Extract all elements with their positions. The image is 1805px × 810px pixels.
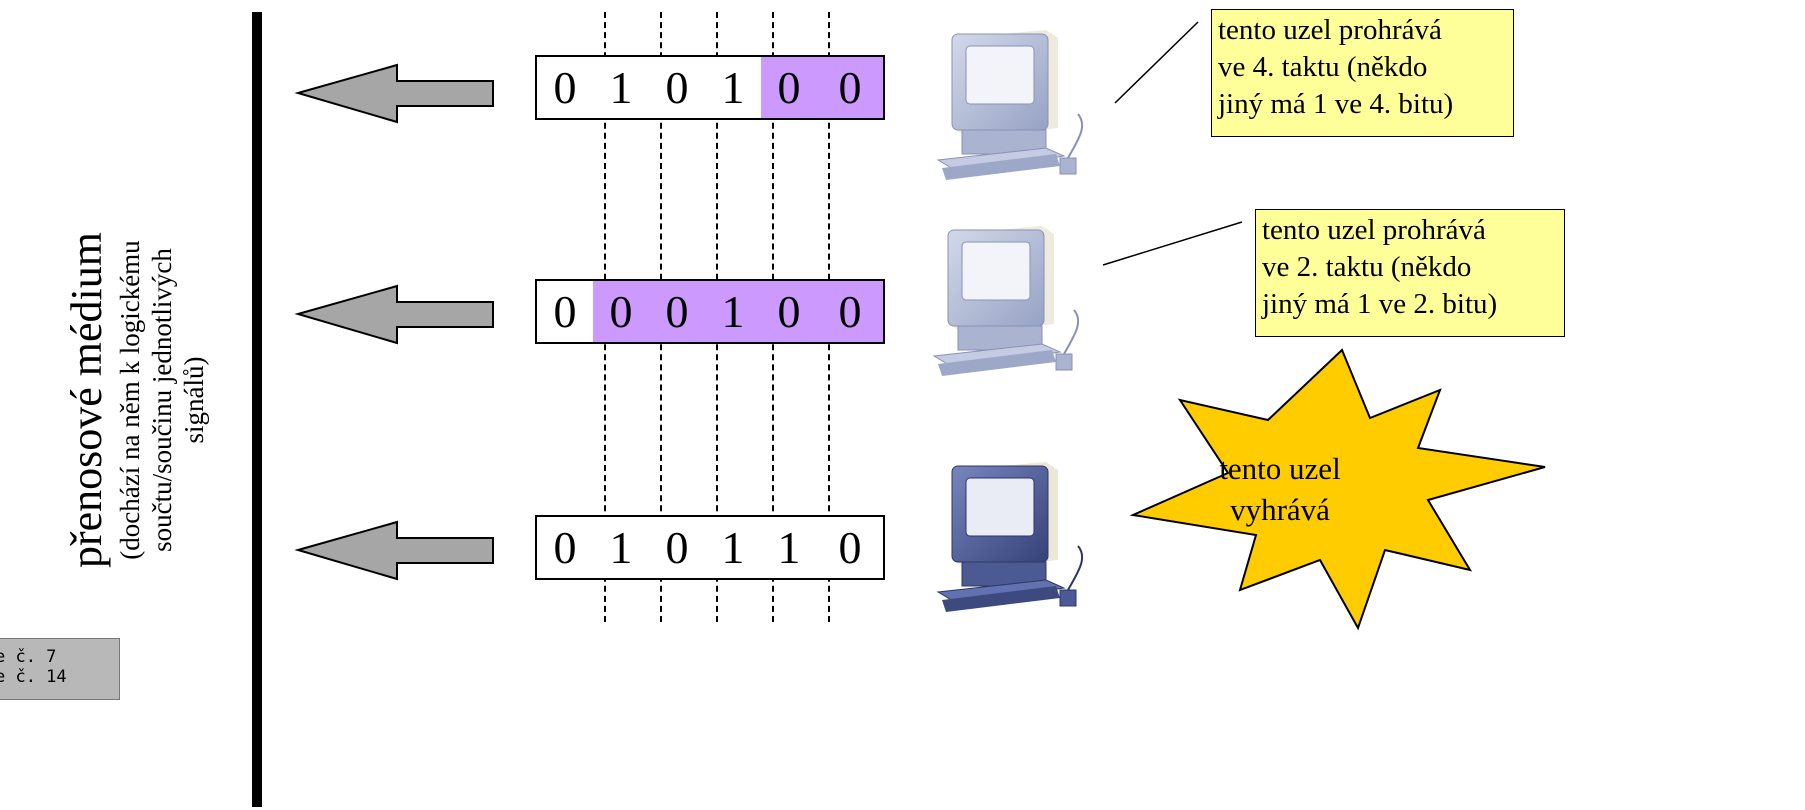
note-line: jiný má 1 ve 4. bitu) xyxy=(1218,88,1454,120)
bit-lost: 1 xyxy=(705,281,761,342)
note-line: jiný má 1 ve 2. bitu) xyxy=(1262,288,1498,320)
note-wins: tento uzel vyhrává xyxy=(1200,448,1360,530)
register-node-3: 0 1 0 1 1 0 xyxy=(535,515,885,580)
computer-icon xyxy=(936,462,1084,612)
bit: 0 xyxy=(553,62,577,113)
bit: 1 xyxy=(609,522,633,573)
computer-icon xyxy=(936,30,1084,180)
note-line: tento uzel prohrává xyxy=(1218,14,1442,46)
note-line: ve 4. taktu (někdo xyxy=(1218,51,1428,83)
computer-icon xyxy=(932,226,1080,376)
note-line: ve 2. taktu (někdo xyxy=(1262,251,1472,283)
bit: 1 xyxy=(721,62,745,113)
bit-lost: 0 xyxy=(817,57,883,118)
bit-lost: 0 xyxy=(761,281,817,342)
medium-bus-line xyxy=(252,12,262,807)
bit: 0 xyxy=(665,62,689,113)
bit: 0 xyxy=(665,522,689,573)
register-node-2: 0 0 0 1 0 0 xyxy=(535,279,885,344)
bit: 0 xyxy=(838,522,862,573)
bit: 1 xyxy=(609,62,633,113)
note-loses-round-2: tento uzel prohrává ve 2. taktu (někdo j… xyxy=(1255,209,1565,337)
bit: 1 xyxy=(777,522,801,573)
legend-line-1: e č. 7 xyxy=(0,647,57,667)
note-loses-round-4: tento uzel prohrává ve 4. taktu (někdo j… xyxy=(1211,9,1514,137)
bit: 0 xyxy=(553,522,577,573)
bit-lost: 0 xyxy=(593,281,649,342)
note-line: tento uzel prohrává xyxy=(1262,214,1486,246)
bit: 1 xyxy=(721,522,745,573)
explosion-star-icon xyxy=(1129,348,1546,631)
callout-line xyxy=(1102,221,1243,266)
legend-box: e č. 7 e č. 14 xyxy=(0,638,120,700)
arrow-left-icon xyxy=(294,520,494,581)
arrow-left-icon xyxy=(294,63,494,124)
callout-line xyxy=(1114,21,1199,104)
legend-line-2: e č. 14 xyxy=(0,667,67,687)
bit-lost: 0 xyxy=(817,281,883,342)
note-line: vyhrává xyxy=(1230,492,1330,527)
note-line: tento uzel xyxy=(1219,451,1341,486)
arrow-left-icon xyxy=(294,284,494,345)
bit-lost: 0 xyxy=(649,281,705,342)
bit: 0 xyxy=(553,286,577,337)
bit-lost: 0 xyxy=(761,57,817,118)
register-node-1: 0 1 0 1 0 0 xyxy=(535,55,885,120)
